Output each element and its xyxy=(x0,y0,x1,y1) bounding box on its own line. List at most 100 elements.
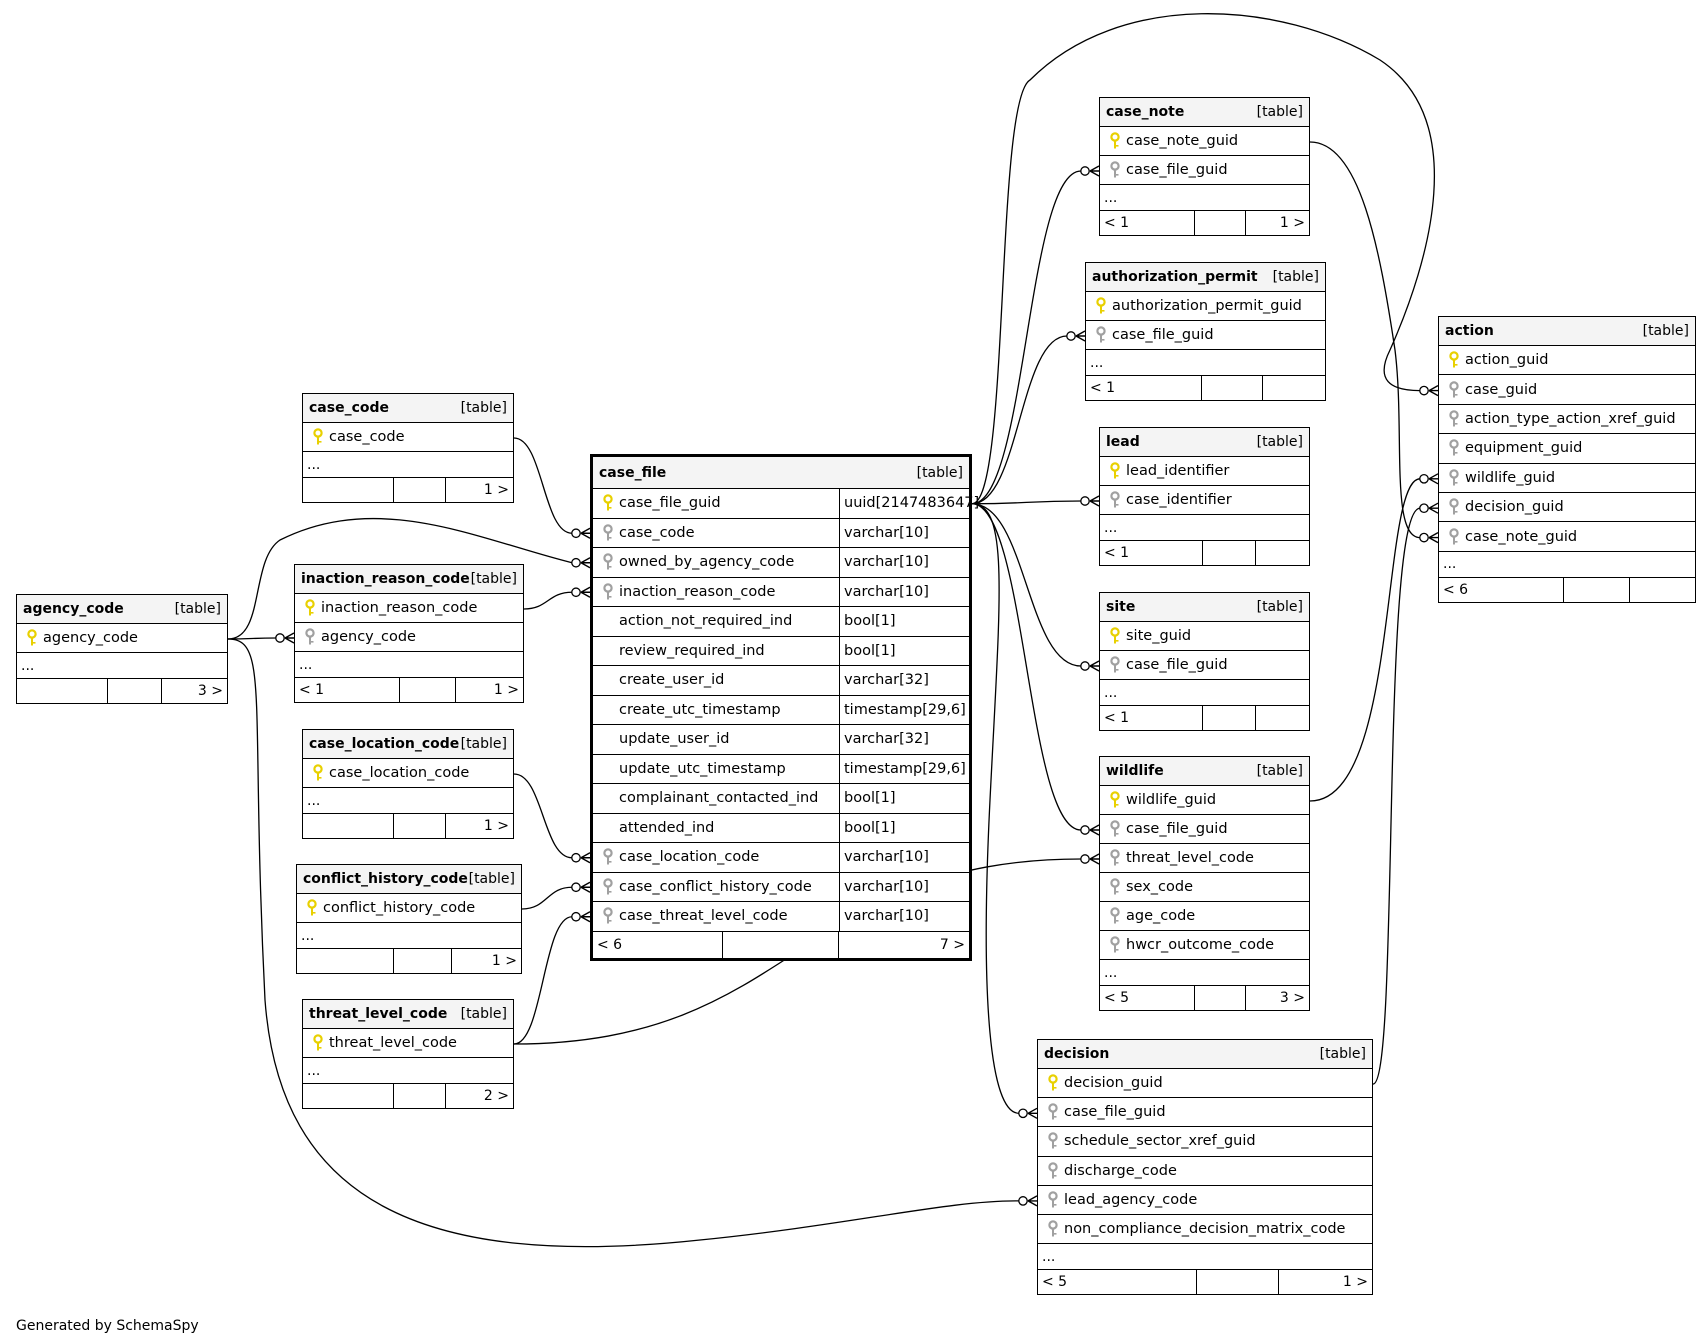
parents-count[interactable] xyxy=(297,949,395,973)
table-case-code[interactable]: case_code[table]case_code...1 > xyxy=(302,393,514,503)
column-row[interactable]: decision_guid xyxy=(1439,493,1695,523)
column-row[interactable]: authorization_permit_guid xyxy=(1086,292,1325,321)
relationship-line[interactable] xyxy=(971,500,1082,505)
column-row[interactable]: decision_guid xyxy=(1038,1069,1372,1099)
relationship-line[interactable] xyxy=(971,335,1068,505)
column-row[interactable]: action_guid xyxy=(1439,346,1695,376)
column-row[interactable]: case_file_guid xyxy=(1100,156,1309,185)
parents-count[interactable] xyxy=(303,1084,395,1108)
relationship-line[interactable] xyxy=(971,13,1435,505)
relationship-line[interactable] xyxy=(971,503,1020,1114)
table-authorization-permit[interactable]: authorization_permit[table]authorization… xyxy=(1085,262,1326,401)
parents-count[interactable]: < 1 xyxy=(1100,541,1203,565)
relationship-line[interactable] xyxy=(513,437,573,534)
column-row[interactable]: lead_agency_code xyxy=(1038,1186,1372,1215)
column-row[interactable]: case_location_code xyxy=(303,759,513,788)
parents-count[interactable]: < 5 xyxy=(1038,1270,1198,1295)
children-count[interactable]: 3 > xyxy=(1279,990,1305,1006)
column-row[interactable]: wildlife_guid xyxy=(1100,786,1309,815)
column-row[interactable]: agency_code xyxy=(17,624,227,653)
column-row[interactable]: agency_code xyxy=(295,623,523,652)
parents-count[interactable]: < 6 xyxy=(1439,577,1564,602)
column-row[interactable]: case_file_guid xyxy=(1038,1098,1372,1128)
more-columns-row[interactable]: ... xyxy=(1100,960,1309,986)
children-count[interactable]: 1 > xyxy=(483,818,509,834)
children-count[interactable]: 1 > xyxy=(491,953,517,969)
more-columns-row[interactable]: ... xyxy=(303,1058,513,1084)
children-count[interactable]: 1 > xyxy=(1342,1274,1368,1291)
column-row[interactable]: threat_level_code xyxy=(303,1029,513,1058)
column-row[interactable]: inaction_reason_code xyxy=(295,594,523,623)
parents-count[interactable] xyxy=(303,478,395,502)
relationship-line[interactable] xyxy=(513,916,573,1045)
column-row[interactable]: case_file_guid xyxy=(1100,651,1309,680)
parents-count[interactable] xyxy=(303,814,395,838)
children-count[interactable] xyxy=(1256,706,1310,730)
column-row[interactable]: non_compliance_decision_matrix_code xyxy=(1038,1215,1372,1245)
parents-count[interactable]: < 6 xyxy=(593,931,723,958)
parents-count[interactable]: < 1 xyxy=(1100,706,1203,730)
column-row[interactable]: action_type_action_xref_guid xyxy=(1439,405,1695,435)
relationship-line[interactable] xyxy=(1309,478,1421,802)
children-count[interactable]: 3 > xyxy=(197,683,223,699)
relationship-line[interactable] xyxy=(523,591,573,610)
column-row[interactable]: case_guid xyxy=(1439,375,1695,405)
relationship-line[interactable] xyxy=(227,638,1020,1248)
more-columns-row[interactable]: ... xyxy=(297,923,521,949)
parents-count[interactable]: < 5 xyxy=(1100,986,1196,1010)
table-agency-code[interactable]: agency_code[table]agency_code...3 > xyxy=(16,594,228,704)
children-count[interactable]: 2 > xyxy=(483,1088,509,1104)
children-count[interactable]: 7 > xyxy=(939,936,965,953)
parents-count[interactable] xyxy=(17,679,109,703)
column-row[interactable]: schedule_sector_xref_guid xyxy=(1038,1127,1372,1157)
relationship-line[interactable] xyxy=(1372,507,1421,1085)
column-row[interactable]: discharge_code xyxy=(1038,1157,1372,1186)
relationship-line[interactable] xyxy=(971,503,1082,667)
column-row[interactable]: case_identifier xyxy=(1100,486,1309,515)
relationship-line[interactable] xyxy=(1309,141,1421,539)
relationship-line[interactable] xyxy=(971,170,1082,505)
more-columns-row[interactable]: ... xyxy=(1038,1244,1372,1271)
relationship-line[interactable] xyxy=(971,503,1082,831)
table-threat-level-code[interactable]: threat_level_code[table]threat_level_cod… xyxy=(302,999,514,1109)
children-count[interactable]: 1 > xyxy=(493,682,519,698)
column-row[interactable]: case_note_guid xyxy=(1100,127,1309,156)
column-row[interactable]: equipment_guid xyxy=(1439,434,1695,464)
more-columns-row[interactable]: ... xyxy=(1086,350,1325,376)
more-columns-row[interactable]: ... xyxy=(303,452,513,478)
column-row[interactable]: site_guid xyxy=(1100,622,1309,651)
children-count[interactable] xyxy=(1630,578,1696,602)
children-count[interactable]: 1 > xyxy=(483,482,509,498)
table-case-location-code[interactable]: case_location_code[table]case_location_c… xyxy=(302,729,514,839)
more-columns-row[interactable]: ... xyxy=(1100,185,1309,211)
children-count[interactable] xyxy=(1256,541,1310,565)
more-columns-row[interactable]: ... xyxy=(1100,515,1309,541)
relationship-line[interactable] xyxy=(521,886,573,910)
column-row[interactable]: case_note_guid xyxy=(1439,522,1695,552)
column-row[interactable]: hwcr_outcome_code xyxy=(1100,931,1309,960)
column-row[interactable]: age_code xyxy=(1100,902,1309,931)
parents-count[interactable]: < 1 xyxy=(295,678,401,702)
column-row[interactable]: conflict_history_code xyxy=(297,894,521,923)
column-row[interactable]: threat_level_code xyxy=(1100,844,1309,873)
column-row[interactable]: lead_identifier xyxy=(1100,457,1309,486)
